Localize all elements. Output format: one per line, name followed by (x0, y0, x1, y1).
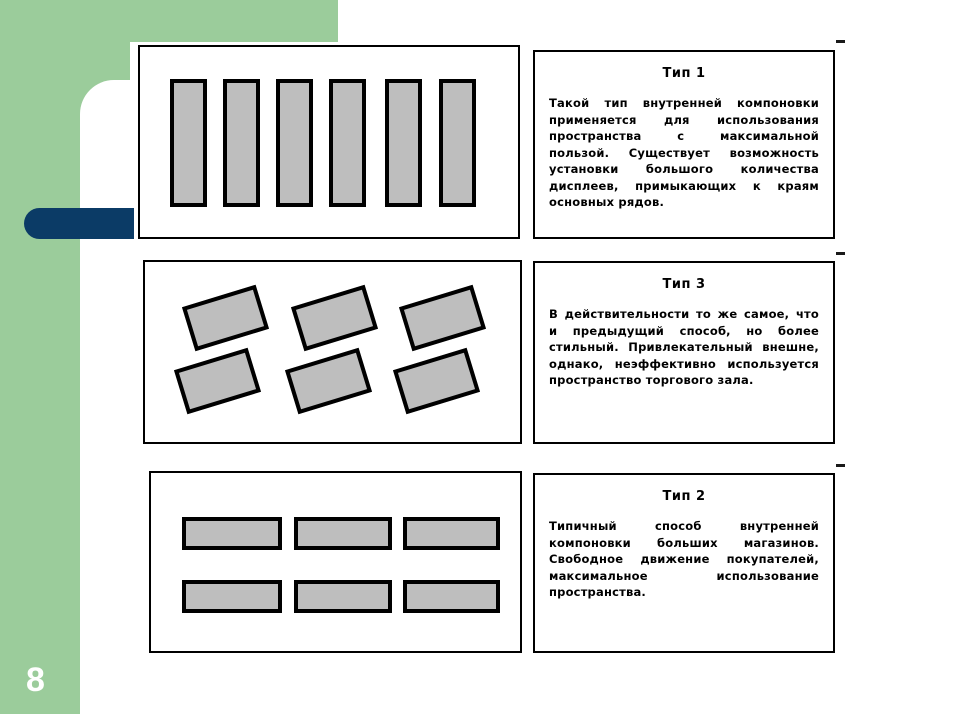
card-tick-mark-icon (836, 40, 845, 43)
shelf-block-tilted (392, 347, 481, 415)
diagram-angled-layout (143, 260, 522, 444)
text-card-tip-2: Тип 2 Типичный способ внутренней компоно… (533, 473, 835, 653)
shelf-block (170, 79, 207, 207)
diagram-vertical-rows-layout (138, 45, 520, 239)
shelf-block (182, 580, 282, 613)
page-number: 8 (26, 661, 45, 699)
shelf-block (329, 79, 366, 207)
shelf-block-tilted (173, 347, 262, 415)
shelf-block-tilted (284, 347, 373, 415)
shelf-block (276, 79, 313, 207)
card-title: Тип 3 (662, 277, 706, 292)
shelf-block-tilted (181, 284, 270, 352)
card-body: Такой тип внутренней компоновки применяе… (549, 96, 819, 209)
shelf-block (223, 79, 260, 207)
card-body: Типичный способ внутренней компоновки бо… (549, 519, 819, 599)
shelf-block (294, 517, 392, 550)
shelf-block (182, 517, 282, 550)
shelf-block-tilted (398, 284, 487, 352)
card-tick-mark-icon (836, 252, 845, 255)
shelf-block-tilted (290, 284, 379, 352)
navy-accent-bar (24, 208, 134, 239)
text-card-tip-1: Тип 1 Такой тип внутренней компоновки пр… (533, 50, 835, 239)
card-body: В действительности то же самое, что и пр… (549, 307, 819, 387)
card-title: Тип 1 (662, 66, 706, 81)
shelf-block (403, 517, 500, 550)
shelf-block (385, 79, 422, 207)
card-tick-mark-icon (836, 464, 845, 467)
text-card-tip-3: Тип 3 В действительности то же самое, чт… (533, 261, 835, 444)
shelf-block (294, 580, 392, 613)
shelf-block (403, 580, 500, 613)
card-title: Тип 2 (662, 489, 706, 504)
diagram-free-flow-layout (149, 471, 522, 653)
shelf-block (439, 79, 476, 207)
